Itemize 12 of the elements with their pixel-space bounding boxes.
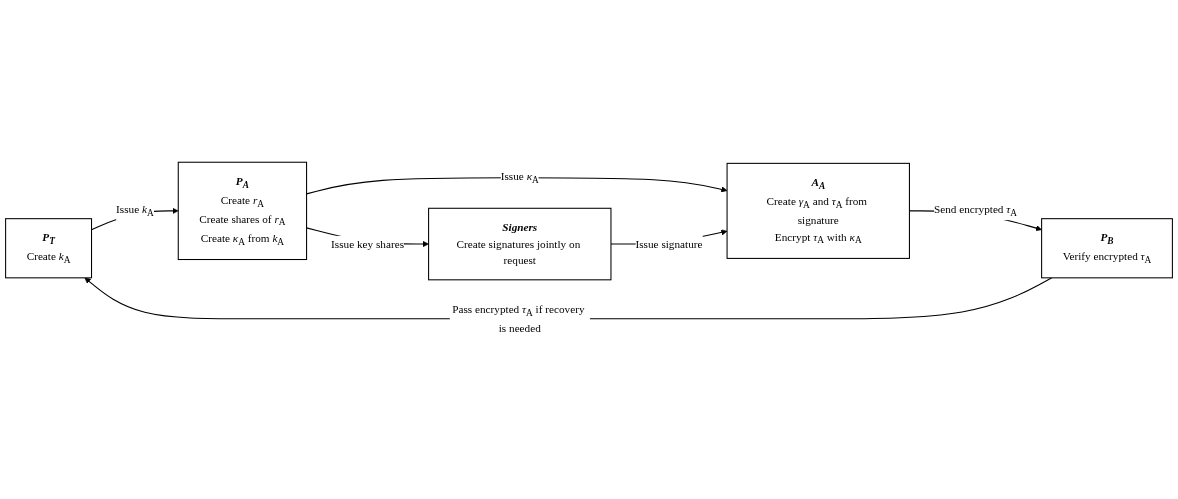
edge-label: Send encrypted τ$_{A}$ <box>933 203 1018 219</box>
edge-label: Issue k$_{A}$ <box>116 203 154 219</box>
edge-label: Issue signature <box>635 237 703 250</box>
edge-label: Issue key shares <box>331 237 405 250</box>
arrow <box>306 177 728 195</box>
node-box: P$_{T}$ Create k$_{A}$ <box>5 218 93 279</box>
node-box: Signers Create signatures jointly on request <box>428 207 612 281</box>
node-box: P$_{B}$ Verify encrypted τ$_{A}$ <box>1041 218 1173 279</box>
edge-label: Issue κ$_{A}$ <box>500 170 539 186</box>
node-box: A$_{A}$ Create γ$_{A}$ and τ$_{A}$ from signature Encrypt τ$_{A}$ with κ$_{A}$ <box>726 162 910 259</box>
node-box: P$_{A}$ Create r$_{A}$ Create shares of r$_{A}$ Create κ$_{A}$ from k$_{A}$ <box>177 161 308 261</box>
edge-label: Pass encrypted τ$_{A}$ if recovery is needed <box>452 302 585 334</box>
